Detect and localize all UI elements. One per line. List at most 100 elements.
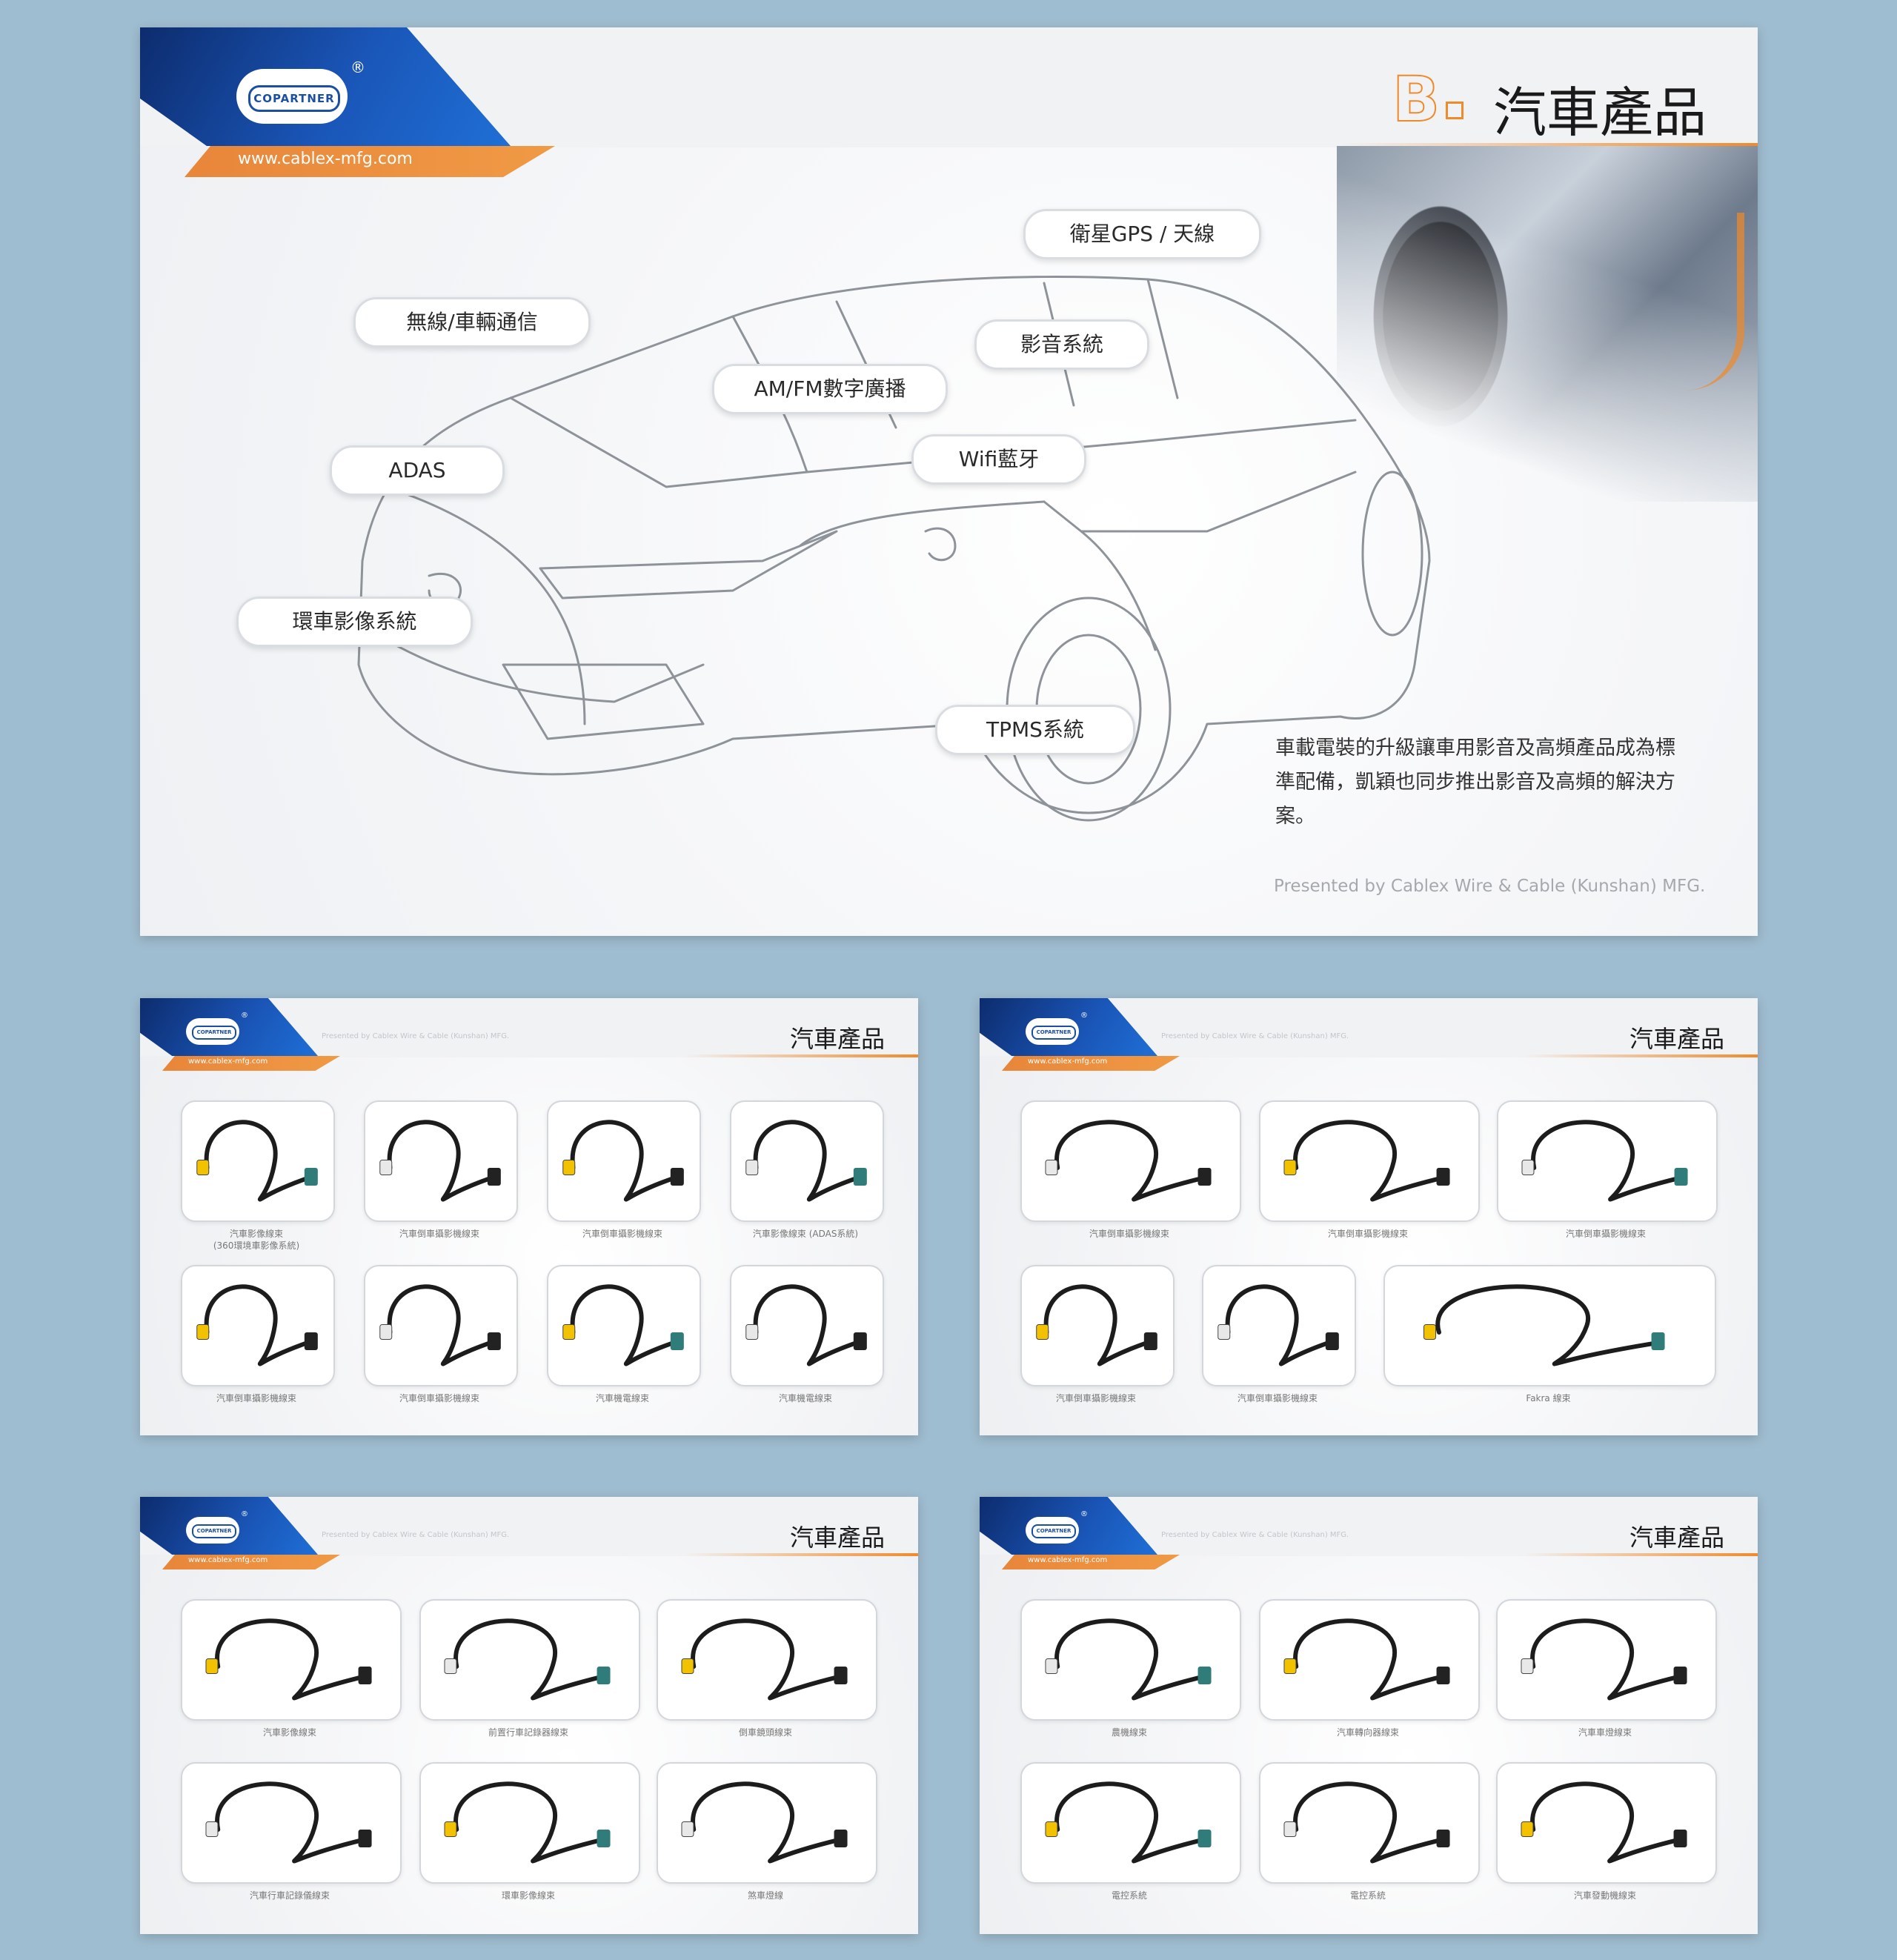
label-gps[interactable]: 衛星GPS / 天線 [1023,209,1261,259]
logo-pill [186,1517,239,1544]
header-orange-line [251,1054,918,1057]
cable-harness-icon [1283,1618,1450,1701]
product-card[interactable] [1383,1265,1716,1386]
logo-pill [186,1018,239,1045]
product-card[interactable] [1496,1599,1717,1721]
product-caption: 汽車行車記錄儀線束 [249,1890,330,1901]
engine-wire-icon [1618,213,1744,391]
product-caption: 電控系統 [1349,1890,1386,1901]
cable-harness-icon [1045,1120,1212,1202]
product-card[interactable] [1020,1599,1241,1721]
product-card[interactable] [657,1762,877,1884]
url-bar [1002,1555,1180,1569]
product-caption: 環車影像線束 [501,1890,555,1901]
product-card[interactable] [547,1265,701,1386]
slide-title: 汽車產品 [1629,1025,1724,1053]
product-card[interactable] [181,1265,335,1386]
presented-by: Presented by Cablex Wire & Cable (Kunsha… [1161,1531,1349,1539]
product-card[interactable] [1020,1762,1241,1884]
product-caption: 汽車倒車攝影機線束 [216,1393,296,1403]
product-card[interactable] [419,1762,640,1884]
product-card[interactable] [730,1100,884,1222]
product-card[interactable] [364,1265,518,1386]
product-card[interactable] [1259,1762,1480,1884]
slide-title: 汽車產品 [789,1524,885,1552]
product-caption: 汽車倒車攝影機線束 [399,1229,479,1239]
product-caption: 煞車燈線 [747,1890,783,1901]
product-caption: 汽車倒車攝影機線束 [1237,1393,1318,1403]
product-card[interactable] [1020,1100,1241,1222]
product-card[interactable] [364,1100,518,1222]
cable-harness-icon [1283,1781,1450,1864]
copartner-logo: COPARTNER [1031,1026,1076,1040]
product-card[interactable] [1497,1100,1718,1222]
label-surround-view[interactable]: 環車影像系統 [236,597,473,647]
product-caption: 汽車發動機線束 [1573,1890,1636,1901]
product-caption: 汽車車燈線束 [1578,1727,1632,1738]
product-card[interactable] [419,1599,640,1721]
presented-by: Presented by Cablex Wire & Cable (Kunsha… [1274,877,1706,896]
cable-harness-icon [196,1284,318,1366]
product-card[interactable] [730,1265,884,1386]
url-bar [185,146,555,177]
presented-by: Presented by Cablex Wire & Cable (Kunsha… [1161,1032,1349,1040]
section-dot-icon [1446,102,1464,119]
brand-url[interactable]: www.cablex-mfg.com [188,1057,268,1066]
label-wireless[interactable]: 無線/車輛通信 [353,297,591,348]
url-bar [162,1555,340,1569]
cable-harness-icon [562,1284,684,1366]
product-caption: Fakra 線束 [1526,1393,1571,1403]
slide-title: 汽車產品 [1629,1524,1724,1552]
product-card[interactable] [181,1599,402,1721]
brand-url[interactable]: www.cablex-mfg.com [1028,1556,1108,1564]
cable-harness-icon [562,1120,684,1202]
cable-harness-icon [681,1618,848,1701]
product-caption: 汽車倒車攝影機線束 [1089,1229,1169,1239]
product-caption: 汽車倒車攝影機線束 [1327,1229,1408,1239]
product-card[interactable] [547,1100,701,1222]
product-card[interactable] [1496,1762,1717,1884]
product-card[interactable] [181,1762,402,1884]
label-wifi[interactable]: Wifi藍牙 [911,434,1086,485]
logo-pill [1026,1018,1079,1045]
product-caption: 汽車影像線束 (360環境車影像系統) [213,1229,300,1251]
section-letter: B [1392,62,1441,136]
product-card[interactable] [1202,1265,1356,1386]
hero-slide: www.cablex-mfg.com COPARTNER ® B 汽車產品 衛星… [140,27,1758,936]
cable-harness-icon [205,1618,372,1701]
brand-url[interactable]: www.cablex-mfg.com [1028,1057,1108,1066]
label-tpms[interactable]: TPMS系統 [935,705,1135,755]
product-slide-4: www.cablex-mfg.com COPARTNER ® Presented… [980,1497,1758,1934]
brand-url[interactable]: www.cablex-mfg.com [238,150,413,168]
cable-harness-icon [1521,1781,1687,1864]
cable-harness-icon [444,1618,611,1701]
slide-title: 汽車產品 [789,1025,885,1053]
product-card[interactable] [1259,1100,1480,1222]
label-adas[interactable]: ADAS [330,445,505,496]
product-caption: 汽車影像線束 [262,1727,316,1738]
product-caption: 汽車影像線束 (ADAS系統) [752,1229,859,1239]
header-orange-line [1091,1054,1758,1057]
label-am-fm[interactable]: AM/FM數字廣播 [712,364,948,414]
product-caption: 汽車轉向器線束 [1336,1727,1399,1738]
registered-mark: ® [241,1510,248,1518]
product-card[interactable] [657,1599,877,1721]
cable-harness-icon [1217,1284,1339,1366]
registered-mark: ® [1080,1510,1088,1518]
header-orange-line [251,1553,918,1556]
product-caption: 汽車倒車攝影機線束 [1565,1229,1646,1239]
cable-harness-icon [1036,1284,1157,1366]
product-caption: 汽車機電線束 [778,1393,832,1403]
product-caption: 汽車倒車攝影機線束 [1055,1393,1136,1403]
cable-harness-icon [444,1781,611,1864]
product-caption: 汽車機電線束 [595,1393,649,1403]
hero-description: 車載電裝的升級讓車用影音及高頻產品成為標準配備，凱穎也同步推出影音及高頻的解決方… [1275,737,1675,828]
product-card[interactable] [181,1100,335,1222]
page-title: 汽車產品 [1493,82,1707,144]
copartner-logo: COPARTNER [192,1524,236,1538]
product-card[interactable] [1259,1599,1480,1721]
label-av-system[interactable]: 影音系統 [974,319,1149,370]
product-card[interactable] [1020,1265,1175,1386]
brand-url[interactable]: www.cablex-mfg.com [188,1556,268,1564]
copartner-logo: COPARTNER [1031,1524,1076,1538]
